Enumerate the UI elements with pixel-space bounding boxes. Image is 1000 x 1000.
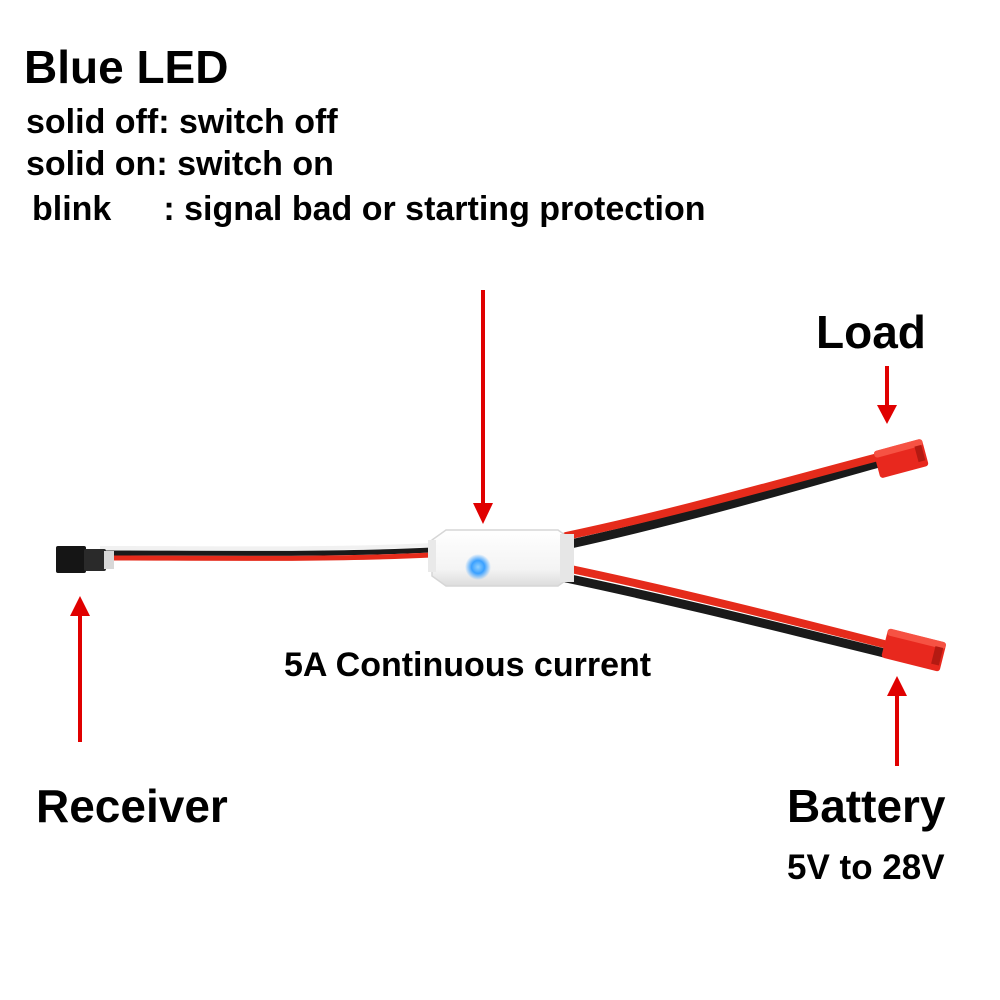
led-state: solid on (26, 145, 157, 183)
blue-led-icon (465, 554, 491, 580)
load-connector (873, 439, 929, 478)
receiver-arrow-icon (70, 596, 90, 742)
load-label: Load (816, 306, 926, 358)
receiver-servo-plug (56, 546, 114, 573)
led-meaning: signal bad or starting protection (184, 190, 706, 228)
receiver-label: Receiver (36, 780, 228, 832)
current-rating-label: 5A Continuous current (284, 646, 652, 684)
battery-label: Battery (787, 780, 946, 832)
battery-arrow-icon (887, 676, 907, 766)
battery-cable (561, 564, 889, 658)
led-meaning: switch off (178, 103, 338, 141)
led-legend-row-solid-on: solid on: switch on (26, 145, 334, 183)
led-legend-title: Blue LED (24, 41, 229, 93)
annotation-arrows (70, 290, 907, 766)
led-legend-row-blink: blink: signal bad or starting protection (32, 190, 706, 228)
led-state: blink (32, 190, 112, 228)
led-meaning: switch on (177, 145, 334, 183)
receiver-cable (99, 543, 433, 561)
load-arrow-icon (877, 366, 897, 424)
voltage-range-label: 5V to 28V (787, 848, 945, 887)
led-state: solid off (26, 103, 159, 141)
battery-connector (881, 628, 946, 672)
led-legend-row-solid-off: solid off: switch off (26, 103, 338, 141)
load-cable (561, 452, 887, 550)
led-arrow-icon (473, 290, 493, 524)
switch-module (428, 529, 574, 587)
